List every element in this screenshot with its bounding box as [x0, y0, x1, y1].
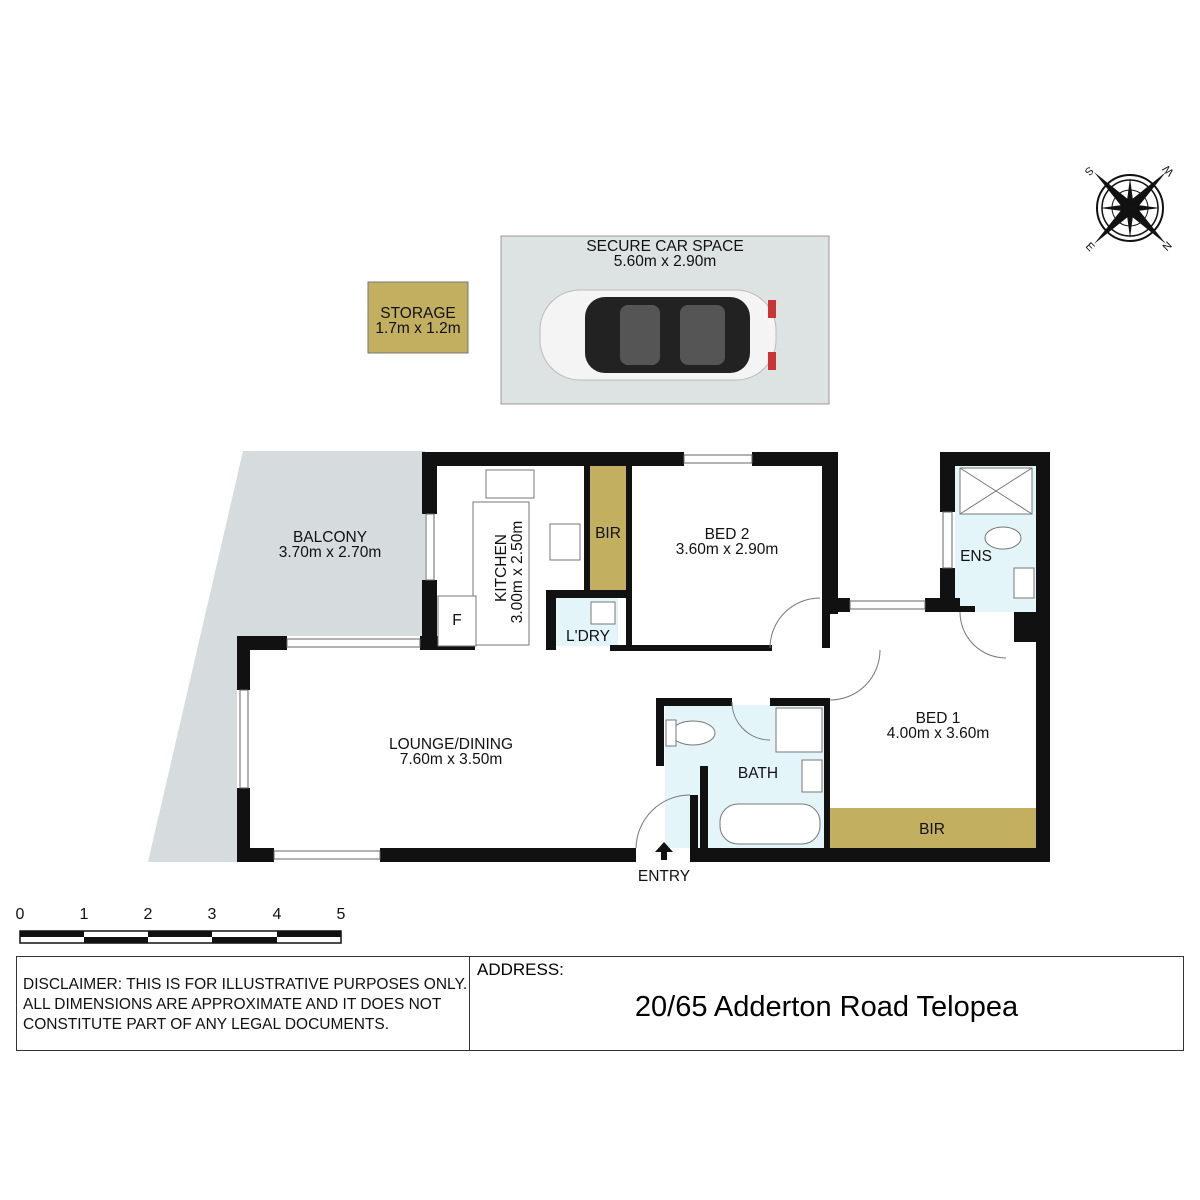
compass-rose-icon: S W E N: [1082, 162, 1177, 254]
kitchen-size: 3.00m x 2.50m: [509, 521, 526, 624]
bathtub-icon: [719, 803, 821, 845]
address-label: ADDRESS:: [477, 960, 564, 979]
bath-basin-icon: [801, 759, 823, 793]
scale-tick: 2: [144, 906, 153, 923]
scale-tick: 4: [273, 906, 282, 923]
storage-size: 1.7m x 1.2m: [375, 320, 460, 337]
compass-n: N: [1161, 240, 1175, 254]
scale-tick: 5: [337, 906, 346, 923]
scale-tick: 3: [208, 906, 217, 923]
disclaimer: DISCLAIMER: THIS IS FOR ILLUSTRATIVE PUR…: [17, 957, 470, 1050]
disclaimer-line: ALL DIMENSIONS ARE APPROXIMATE AND IT DO…: [23, 996, 442, 1013]
laundry-tub-icon: [590, 601, 616, 625]
storage-title: STORAGE: [380, 305, 456, 322]
entry-label: ENTRY: [638, 868, 690, 885]
lounge-size: 7.60m x 3.50m: [400, 751, 503, 768]
balcony-size: 3.70m x 2.70m: [279, 544, 382, 561]
car-space: SECURE CAR SPACE 5.60m x 2.90m: [500, 235, 830, 405]
laundry-label: L'DRY: [566, 628, 610, 645]
kitchen-sink-icon: [485, 469, 535, 499]
balcony-area: [148, 451, 425, 862]
balcony-title: BALCONY: [293, 529, 367, 546]
entry-arrow-icon: [655, 842, 673, 860]
compass-s: S: [1082, 164, 1096, 178]
lounge-title: LOUNGE/DINING: [389, 736, 513, 753]
walls: [237, 452, 1050, 862]
scale-bar: 0 1 2 3 4 5: [16, 906, 346, 944]
kitchen-bench: [472, 501, 530, 646]
bed1-title: BED 1: [916, 710, 961, 727]
bir-bed2-label: BIR: [595, 525, 621, 542]
bath-shower-icon: [775, 707, 823, 753]
windows: [239, 454, 953, 860]
cooktop-icon: [549, 523, 581, 561]
kitchen-title: KITCHEN: [493, 534, 510, 602]
storage: STORAGE 1.7m x 1.2m: [367, 281, 469, 354]
fixtures: [437, 467, 1035, 849]
fridge-label: F: [452, 612, 461, 629]
car-space-size: 5.60m x 2.90m: [614, 253, 717, 270]
address-box: ADDRESS: 20/65 Adderton Road Telopea: [470, 957, 1183, 1050]
bir-bed1-label: BIR: [919, 821, 945, 838]
bath-toilet-icon: [670, 720, 716, 746]
fridge-space: [437, 595, 477, 647]
ensuite-label: ENS: [960, 548, 992, 565]
bed2-title: BED 2: [705, 526, 750, 543]
car-icon: [539, 289, 777, 381]
scale-tick: 1: [80, 906, 89, 923]
room-labels: BALCONY 3.70m x 2.70m KITCHEN 3.00m x 2.…: [279, 521, 992, 885]
compass-e: E: [1083, 240, 1097, 254]
disclaimer-line: CONSTITUTE PART OF ANY LEGAL DOCUMENTS.: [23, 1016, 390, 1033]
bath-label: BATH: [738, 765, 778, 782]
bir-bed1-area: [830, 808, 1036, 848]
car-space-title: SECURE CAR SPACE: [586, 238, 743, 255]
info-box: DISCLAIMER: THIS IS FOR ILLUSTRATIVE PUR…: [16, 956, 1184, 1051]
ens-toilet-icon: [984, 526, 1022, 550]
bed2-size: 3.60m x 2.90m: [676, 541, 779, 558]
disclaimer-line: DISCLAIMER: THIS IS FOR ILLUSTRATIVE PUR…: [23, 976, 468, 993]
bir-bed2-area: [590, 466, 626, 590]
address-value: 20/65 Adderton Road Telopea: [634, 991, 1019, 1023]
bed1-size: 4.00m x 3.60m: [887, 725, 990, 742]
scale-tick: 0: [16, 906, 25, 923]
ens-basin-icon: [1013, 567, 1035, 599]
